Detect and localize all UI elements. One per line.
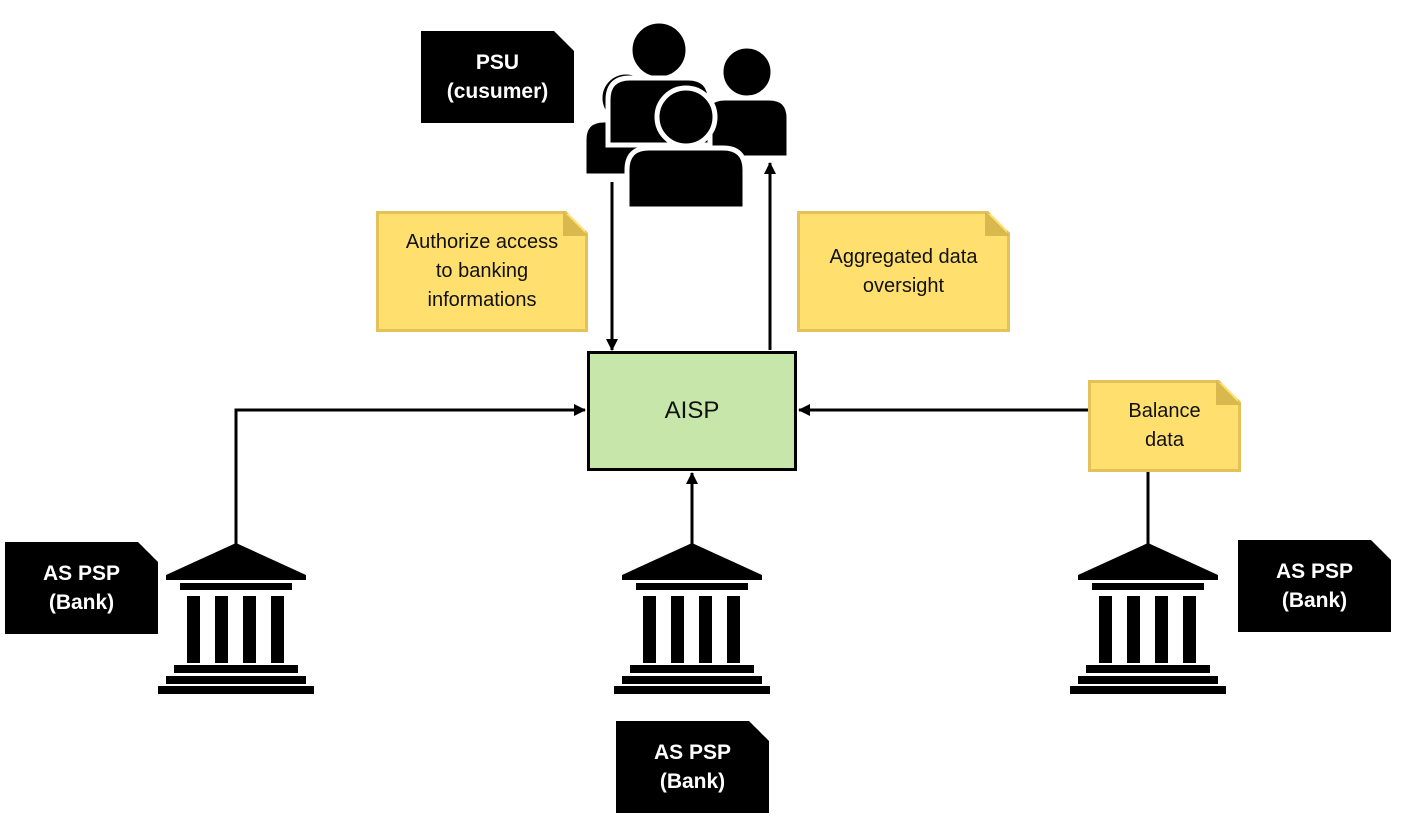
psu-label: PSU (cusumer) <box>446 51 549 103</box>
bank-left-label: AS PSP (Bank) <box>42 562 121 614</box>
bank-building-icon <box>1070 543 1226 694</box>
authorize-note-text: Authorize access to banking informations <box>405 231 559 311</box>
bank-building-icon <box>614 543 770 694</box>
edge-bank-left-to-aisp <box>234 404 586 545</box>
authorize-note: Authorize access to banking informations <box>376 211 588 332</box>
balance-note-text: Balance data <box>1128 400 1201 451</box>
aggregated-note: Aggregated data oversight <box>797 211 1010 332</box>
aggregated-note-text: Aggregated data oversight <box>829 245 978 297</box>
bank-right-label-note: AS PSP (Bank) <box>1238 540 1391 632</box>
balance-note: Balance data <box>1088 380 1241 472</box>
bank-center-label: AS PSP (Bank) <box>653 741 732 793</box>
bank-center-label-note: AS PSP (Bank) <box>616 721 769 813</box>
aisp-node: AISP <box>587 351 797 471</box>
bank-right-label: AS PSP (Bank) <box>1275 560 1354 612</box>
bank-left-label-note: AS PSP (Bank) <box>5 542 158 634</box>
bank-building-icon <box>158 543 314 694</box>
psu-label-note: PSU (cusumer) <box>421 31 574 123</box>
people-group-icon <box>581 18 792 212</box>
aisp-label: AISP <box>664 397 720 424</box>
